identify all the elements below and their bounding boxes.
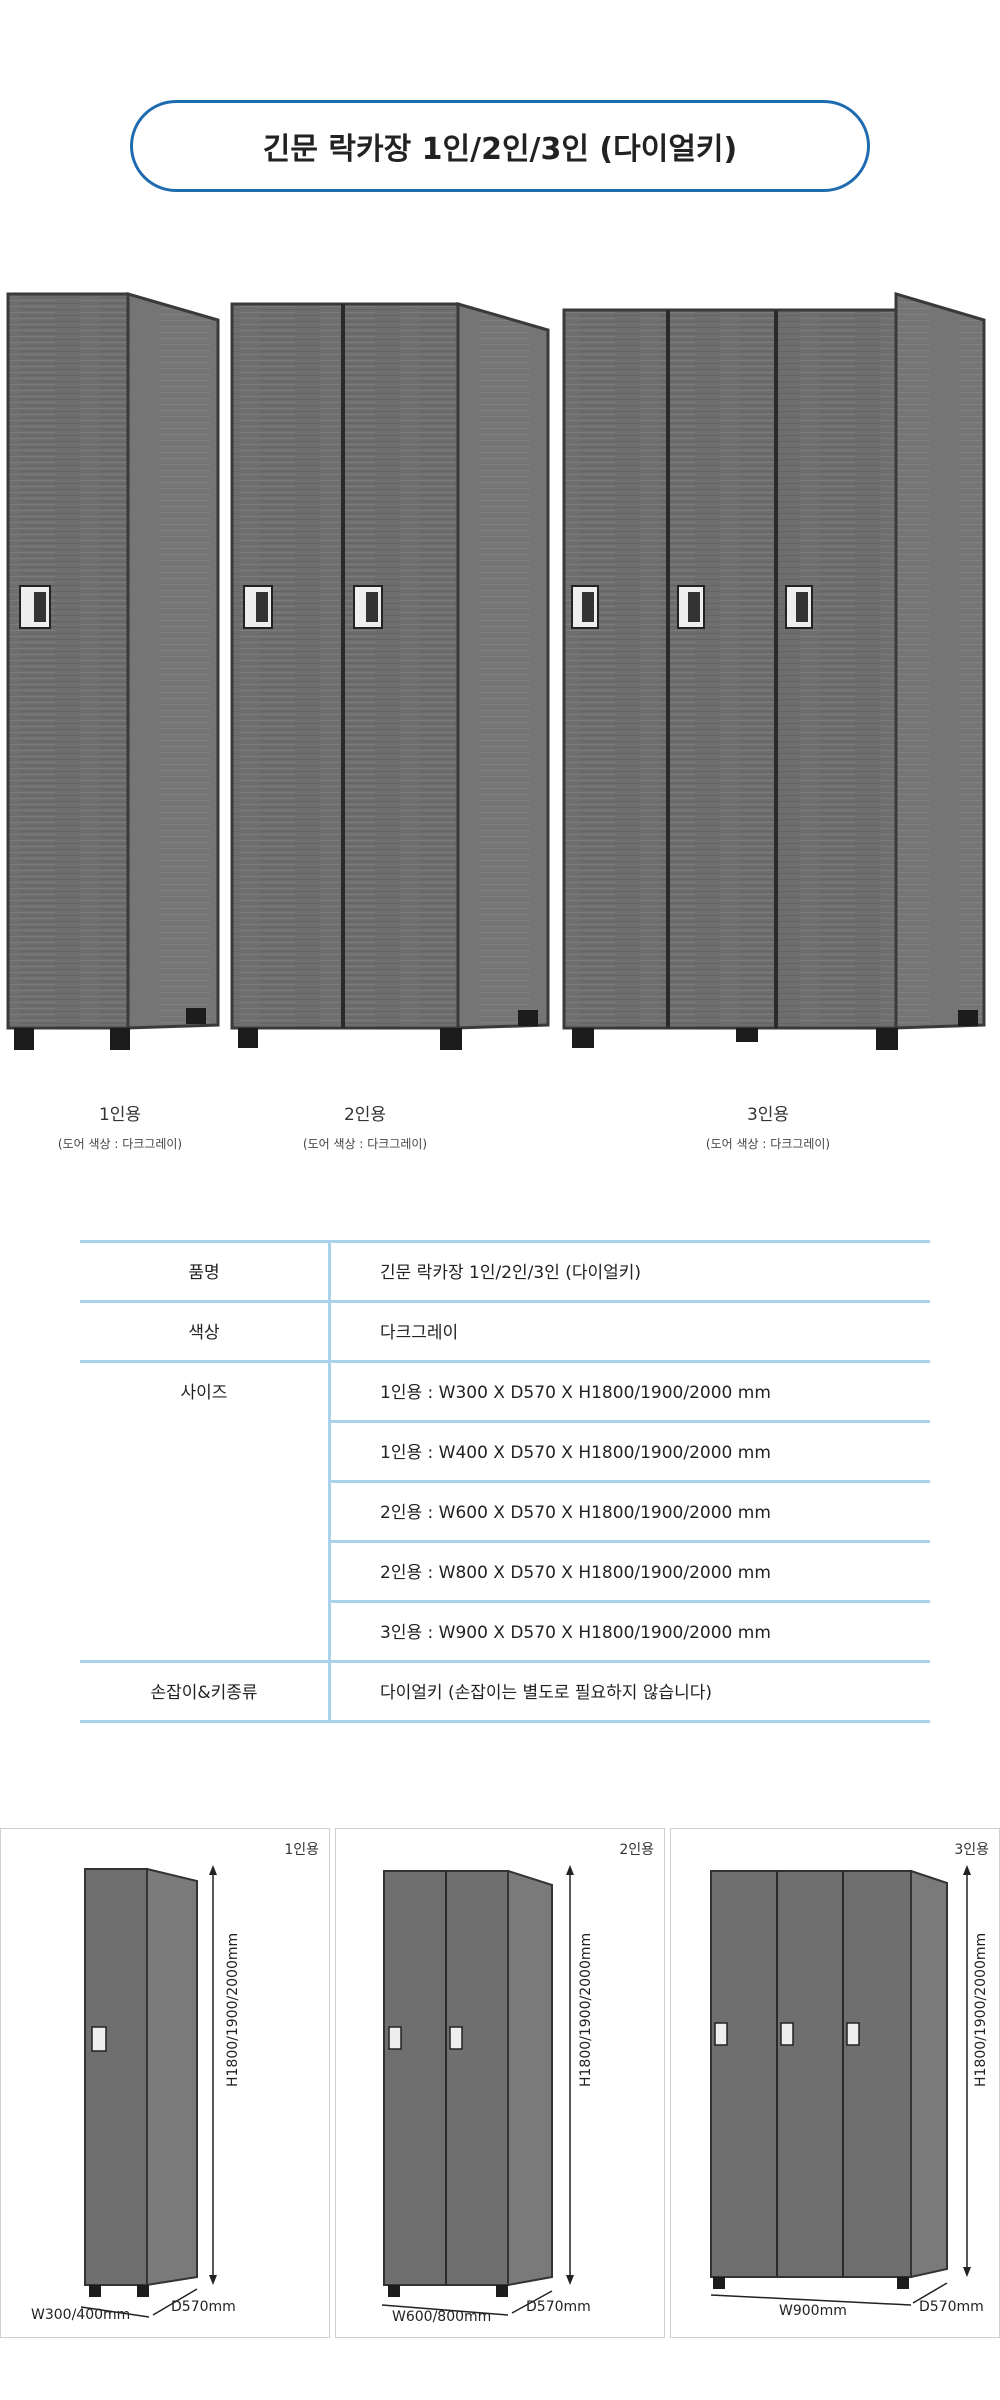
locker-illustrations — [6, 291, 986, 1050]
spec-label-product: 품명 — [188, 1263, 220, 1283]
caption-sub: (도어 색상 : 다크그레이) — [57, 1137, 183, 1151]
dimension-height: H1800/1900/2000mm — [973, 1932, 989, 2087]
spec-value-size: 2인용 : W600 X D570 X H1800/1900/2000 mm — [380, 1503, 771, 1523]
spec-label-color: 색상 — [188, 1323, 220, 1343]
caption-2-person: 2인용 (도어 색상 : 다크그레이) — [245, 1100, 485, 1152]
table-line — [80, 1240, 930, 1243]
locker-dimension-drawing — [381, 1865, 574, 2316]
table-line — [80, 1660, 930, 1663]
dimension-depth: D570mm — [171, 2299, 236, 2315]
page-title: 긴문 락카장 1인/2인/3인 (다이얼키) — [130, 100, 870, 192]
table-line — [328, 1480, 930, 1483]
caption-name: 3인용 — [746, 1105, 790, 1125]
dimension-tag: 1인용 — [284, 1842, 319, 1858]
dimension-width: W900mm — [779, 2303, 847, 2319]
table-line — [328, 1600, 930, 1603]
spec-value-color: 다크그레이 — [380, 1323, 459, 1343]
dimension-panel-3-person: 3인용 W900mm D570mm H1800/1900/2000mm — [670, 1828, 1000, 2338]
caption-1-person: 1인용 (도어 색상 : 다크그레이) — [0, 1100, 240, 1152]
spec-value-size: 1인용 : W300 X D570 X H1800/1900/2000 mm — [380, 1383, 771, 1403]
dimension-height: H1800/1900/2000mm — [225, 1932, 241, 2087]
spec-value-handle: 다이얼키 (손잡이는 별도로 필요하지 않습니다) — [380, 1683, 713, 1703]
caption-name: 2인용 — [343, 1105, 387, 1125]
caption-sub: (도어 색상 : 다크그레이) — [302, 1137, 428, 1151]
dimension-tag: 3인용 — [954, 1842, 989, 1858]
table-line — [80, 1360, 930, 1363]
table-line — [80, 1720, 930, 1723]
dimension-panel-2-person: 2인용 W600/800mm D570mm H1800/1900/2000mm — [335, 1828, 665, 2338]
dimension-panel-1-person: 1인용 W300/400mm D570mm H1800/1900/2000mm — [0, 1828, 330, 2338]
table-line — [328, 1420, 930, 1423]
dimension-depth: D570mm — [919, 2299, 984, 2315]
spec-value-size: 3인용 : W900 X D570 X H1800/1900/2000 mm — [380, 1623, 771, 1643]
locker-dimension-drawing — [80, 1865, 217, 2318]
dimension-depth: D570mm — [526, 2299, 591, 2315]
locker-2-person — [230, 302, 550, 1050]
spec-value-product: 긴문 락카장 1인/2인/3인 (다이얼키) — [380, 1263, 642, 1283]
spec-label-handle: 손잡이&키종류 — [150, 1683, 258, 1703]
caption-name: 1인용 — [98, 1105, 142, 1125]
locker-dimension-drawing — [710, 1865, 971, 2306]
dimension-tag: 2인용 — [619, 1842, 654, 1858]
spec-value-size: 2인용 : W800 X D570 X H1800/1900/2000 mm — [380, 1563, 771, 1583]
locker-3-person — [562, 291, 986, 1050]
hero-section: 1인용 (도어 색상 : 다크그레이) 2인용 (도어 색상 : 다크그레이) … — [0, 270, 1000, 1151]
table-divider — [328, 1240, 331, 1723]
spec-value-size: 1인용 : W400 X D570 X H1800/1900/2000 mm — [380, 1443, 771, 1463]
spec-label-size: 사이즈 — [180, 1383, 228, 1403]
table-line — [328, 1540, 930, 1543]
dimension-width: W600/800mm — [392, 2309, 492, 2325]
caption-3-person: 3인용 (도어 색상 : 다크그레이) — [648, 1100, 888, 1152]
locker-1-person — [6, 292, 220, 1050]
dimension-height: H1800/1900/2000mm — [578, 1932, 594, 2087]
dimension-width: W300/400mm — [31, 2307, 131, 2323]
caption-sub: (도어 색상 : 다크그레이) — [705, 1137, 831, 1151]
table-line — [80, 1300, 930, 1303]
